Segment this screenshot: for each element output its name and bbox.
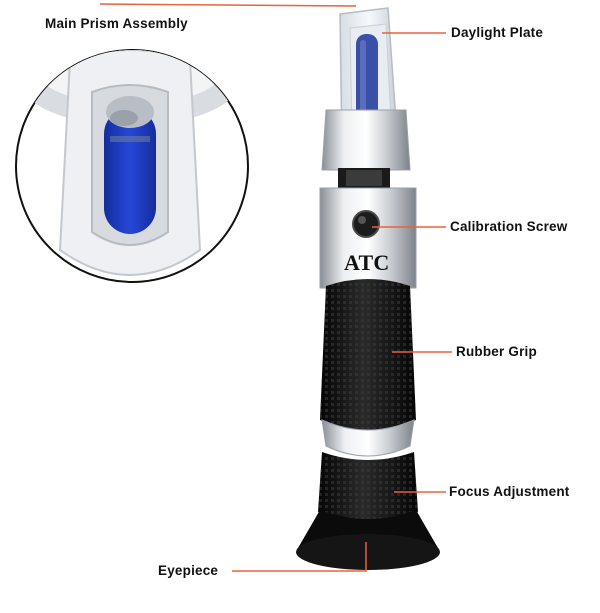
label-main-prism-assembly: Main Prism Assembly (45, 16, 188, 31)
focus-ring (318, 452, 418, 521)
rubber-grip (320, 279, 416, 430)
label-focus-adjustment: Focus Adjustment (449, 484, 570, 499)
prism-closeup (15, 49, 249, 283)
refractometer (296, 7, 440, 570)
label-daylight-plate: Daylight Plate (451, 25, 544, 40)
eyepiece-cup (296, 510, 440, 570)
label-calibration-screw: Calibration Screw (450, 219, 568, 234)
calibration-screw (352, 210, 380, 238)
leader-lines (99, 3, 452, 572)
leader-main-prism (99, 3, 357, 7)
label-rubber-grip: Rubber Grip (456, 344, 537, 359)
atc-engraving: ATC (344, 250, 390, 275)
leader-eyepiece (232, 542, 367, 572)
label-eyepiece: Eyepiece (158, 563, 219, 578)
